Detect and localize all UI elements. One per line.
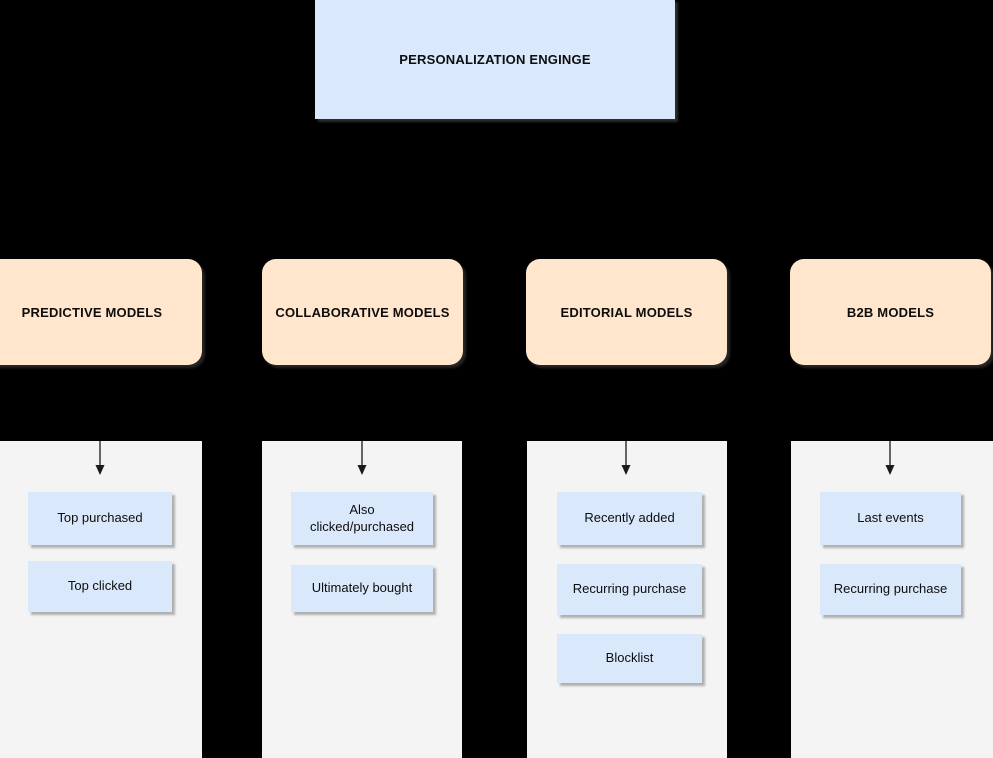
item-node-label: Recurring purchase — [572, 581, 687, 597]
item-node[interactable]: Recurring purchase — [557, 564, 702, 615]
item-node-label: Last events — [857, 510, 924, 526]
model-node-label: EDITORIAL MODELS — [560, 304, 693, 320]
item-node-label: Recurring purchase — [833, 581, 948, 597]
item-node[interactable]: Blocklist — [557, 634, 702, 683]
arrow-down-icon-collaborative — [357, 441, 367, 475]
personalization-engine-node[interactable]: PERSONALIZATION ENGINGE — [315, 0, 675, 119]
item-node-label: Top clicked — [67, 578, 133, 594]
item-node-label: Blocklist — [605, 650, 654, 666]
model-node-predictive[interactable]: PREDICTIVE MODELS — [0, 259, 202, 365]
item-node[interactable]: Ultimately bought — [291, 565, 433, 612]
item-node[interactable]: Recurring purchase — [820, 564, 961, 615]
model-node-collaborative[interactable]: COLLABORATIVE MODELS — [262, 259, 463, 365]
item-node-label: Also clicked/purchased — [309, 502, 415, 534]
item-node-label: Ultimately bought — [311, 580, 413, 596]
item-node[interactable]: Top clicked — [28, 561, 172, 612]
model-node-label: B2B MODELS — [846, 304, 935, 320]
item-node[interactable]: Recently added — [557, 492, 702, 545]
item-node[interactable]: Top purchased — [28, 492, 172, 545]
model-node-label: COLLABORATIVE MODELS — [275, 304, 450, 320]
item-node[interactable]: Also clicked/purchased — [291, 492, 433, 545]
item-node-label: Top purchased — [57, 510, 143, 526]
arrow-down-icon-predictive — [95, 441, 105, 475]
model-node-label: PREDICTIVE MODELS — [21, 304, 163, 320]
arrow-down-icon-editorial — [621, 441, 631, 475]
item-node-label: Recently added — [584, 510, 675, 526]
model-node-editorial[interactable]: EDITORIAL MODELS — [526, 259, 727, 365]
model-node-b2b[interactable]: B2B MODELS — [790, 259, 991, 365]
item-node[interactable]: Last events — [820, 492, 961, 545]
arrow-down-icon-b2b — [885, 441, 895, 475]
personalization-engine-label: PERSONALIZATION ENGINGE — [399, 51, 591, 67]
